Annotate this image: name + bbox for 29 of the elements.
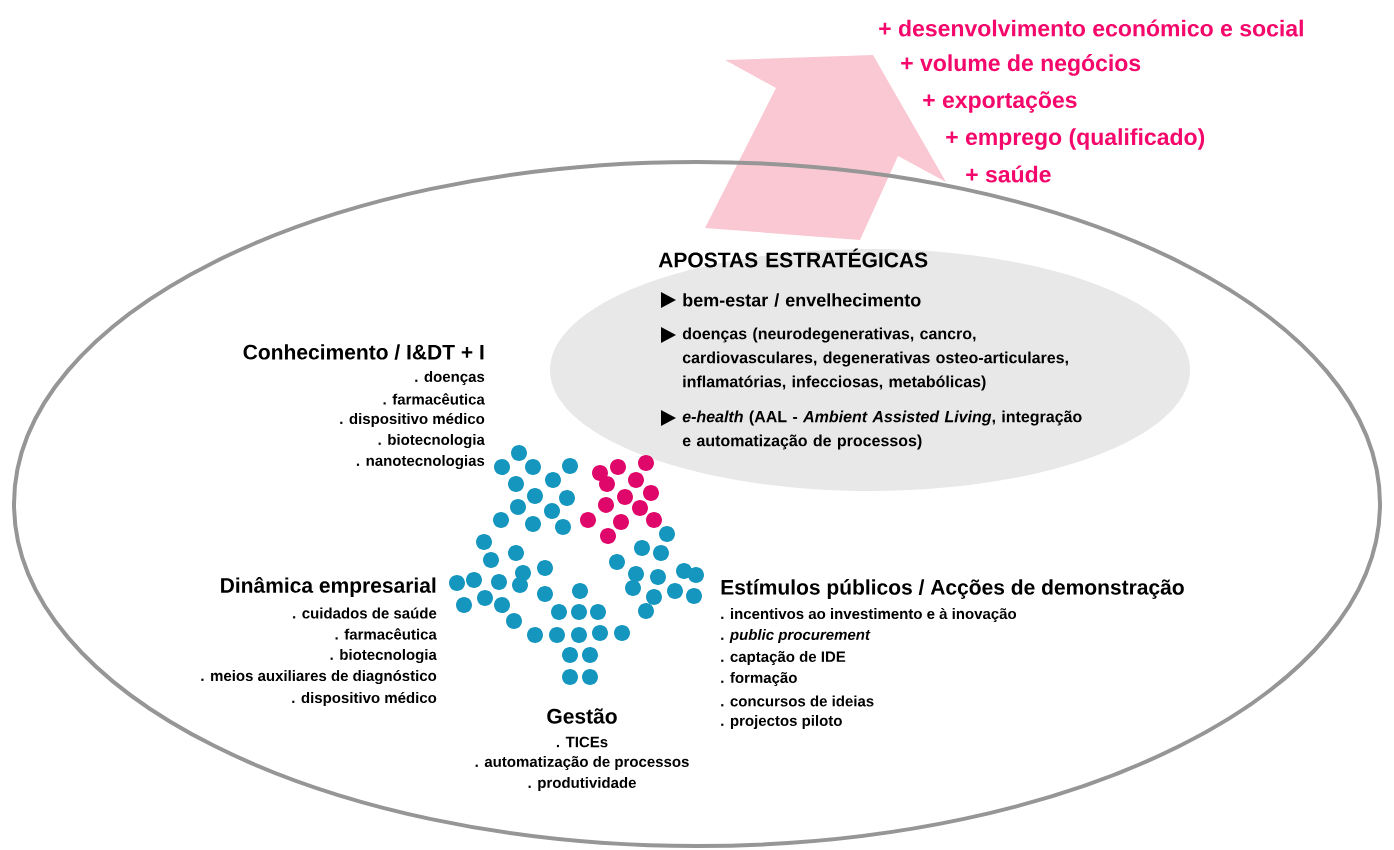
list-item: . automatização de processos bbox=[475, 756, 689, 770]
list-item: . cuidados de saúde bbox=[293, 607, 437, 619]
list-item: . projectos piloto bbox=[721, 715, 842, 729]
section-heading: Estímulos públicos / Acções de demonstração bbox=[721, 579, 1184, 599]
list-item: . dispositivo médico bbox=[292, 691, 437, 707]
list-item: . captação de IDE bbox=[721, 651, 846, 665]
list-item: . TICEs bbox=[556, 736, 608, 748]
list-item: . concursos de ideias bbox=[721, 695, 874, 707]
list-item: . farmacêutica bbox=[335, 628, 437, 640]
list-item: . farmacêutica bbox=[383, 393, 485, 405]
list-item: . biotecnologia bbox=[330, 648, 437, 664]
outer-ellipse bbox=[12, 160, 1382, 848]
list-item: . public procurement bbox=[721, 629, 871, 643]
outcome-text: + volume de negócios bbox=[901, 54, 1141, 76]
list-item: . meios auxiliares de diagnóstico bbox=[201, 669, 437, 685]
outcome-text: + exportações bbox=[923, 91, 1077, 113]
outcome-text: + desenvolvimento económico e social bbox=[879, 19, 1303, 37]
list-item: . produtividade bbox=[528, 777, 636, 791]
section-heading: Dinâmica empresarial bbox=[221, 576, 436, 597]
outcome-text: + saúde bbox=[966, 165, 1051, 183]
section-heading: Gestão bbox=[547, 708, 617, 724]
list-item: . biotecnologia bbox=[378, 433, 485, 448]
outcome-text: + emprego (qualificado) bbox=[946, 128, 1205, 150]
list-item: . doenças bbox=[415, 371, 485, 385]
section-heading: Conhecimento / I&DT + I bbox=[243, 344, 484, 360]
list-item: . formação bbox=[721, 672, 797, 686]
list-item: . incentivos ao investimento e à inovação bbox=[721, 607, 1017, 623]
list-item: . dispositivo médico bbox=[340, 412, 485, 428]
list-item: . nanotecnologias bbox=[356, 454, 485, 469]
